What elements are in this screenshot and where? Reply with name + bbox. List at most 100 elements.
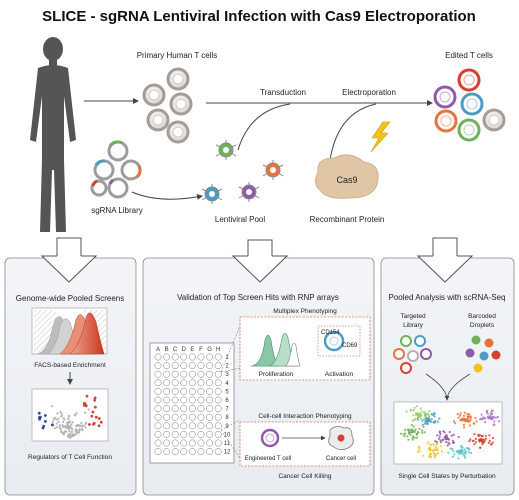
umap-point: [429, 443, 432, 446]
volcano-point: [67, 427, 70, 430]
umap-point: [434, 448, 437, 451]
volcano-point: [69, 436, 72, 439]
plate-well: [171, 387, 179, 395]
droplet-icon: [484, 338, 494, 348]
umap-point: [426, 412, 429, 415]
umap-point: [449, 447, 452, 450]
volcano-point: [51, 420, 55, 423]
umap-point: [418, 445, 421, 448]
umap-point: [425, 422, 429, 425]
umap-point: [463, 448, 466, 451]
single-cell-label: Single Cell States by Perturbation: [398, 473, 496, 480]
volcano-point: [54, 416, 57, 419]
plate-well: [197, 448, 205, 456]
edited-cell-icon: [457, 118, 481, 142]
umap-point: [467, 415, 470, 419]
transduction-curve: [237, 103, 291, 151]
volcano-point: [65, 430, 68, 433]
umap-point: [469, 438, 472, 441]
volcano-point: [85, 421, 88, 425]
volcano-point: [67, 417, 70, 420]
umap-point: [462, 417, 465, 420]
umap-point: [435, 443, 438, 446]
edited-cell-icon: [482, 108, 506, 132]
volcano-point: [93, 396, 97, 400]
umap-point: [410, 428, 413, 431]
plate-row-label: 10: [224, 432, 231, 438]
umap-point: [400, 432, 403, 435]
umap-point: [490, 443, 493, 446]
plate-well: [154, 379, 162, 387]
edited-cell-icon: [393, 348, 405, 360]
umap-point: [441, 439, 444, 442]
plasmid-icon: [107, 177, 129, 199]
volcano-point: [70, 426, 73, 429]
umap-point: [493, 420, 496, 423]
plate-well: [180, 362, 188, 370]
umap-point: [493, 416, 496, 419]
scrna-seq-title: Pooled Analysis with scRNA-Seq: [389, 293, 506, 302]
umap-point: [464, 456, 467, 459]
volcano-point: [62, 417, 65, 420]
umap-point: [423, 431, 426, 434]
umap-point: [488, 434, 491, 437]
volcano-point: [97, 417, 101, 420]
umap-point: [410, 424, 413, 427]
edited-cell-icon: [433, 85, 457, 109]
plate-well: [188, 422, 196, 430]
edited-cell-icon: [457, 68, 481, 92]
umap-point: [424, 414, 427, 418]
volcano-point: [57, 420, 60, 423]
umap-point: [445, 434, 448, 437]
plate-well: [206, 396, 214, 404]
plate-well: [206, 362, 214, 370]
umap-point: [459, 412, 462, 415]
umap-point: [421, 431, 424, 434]
plate-well: [214, 370, 222, 378]
plate-well: [197, 422, 205, 430]
umap-point: [439, 445, 442, 448]
plate-well: [180, 353, 188, 361]
down-arrow-icon: [231, 255, 289, 283]
plasmid-icon: [90, 179, 108, 197]
plate-well: [214, 405, 222, 413]
plate-well: [188, 362, 196, 370]
umap-point: [415, 432, 418, 435]
edited-t-cells: [433, 68, 506, 142]
umap-point: [452, 441, 455, 444]
umap-point: [418, 447, 421, 450]
arrow-to-lentiviral-pool: [131, 191, 203, 200]
umap-point: [431, 449, 434, 452]
plate-well: [180, 405, 188, 413]
umap-point: [461, 419, 464, 422]
umap-point: [452, 449, 455, 453]
plate-well: [214, 413, 222, 421]
umap-point: [438, 435, 441, 438]
plate-well: [206, 413, 214, 421]
down-arrow-icon: [40, 255, 98, 283]
volcano-point: [62, 420, 65, 423]
connector-line: [220, 325, 241, 373]
connector-line: [220, 419, 241, 431]
umap-point: [443, 431, 446, 434]
plate-well: [206, 448, 214, 456]
umap-point: [497, 420, 501, 423]
umap-point: [490, 409, 494, 412]
lightning-bolt-icon: [370, 121, 391, 153]
umap-point: [427, 415, 430, 418]
plate-well: [206, 379, 214, 387]
umap-point: [412, 414, 415, 417]
plate-well: [154, 430, 162, 438]
plate-well: [154, 448, 162, 456]
plate-well: [180, 387, 188, 395]
volcano-point: [59, 410, 62, 413]
umap-point: [456, 413, 459, 416]
plate-well: [154, 422, 162, 430]
umap-point: [415, 436, 419, 439]
umap-point: [410, 409, 413, 412]
edited-cell-icon: [434, 109, 458, 133]
plate-column-label: B: [165, 347, 169, 353]
umap-point: [436, 447, 439, 450]
umap-point: [402, 433, 405, 436]
facs-enrichment-label: FACS-based Enrichment: [34, 362, 106, 369]
